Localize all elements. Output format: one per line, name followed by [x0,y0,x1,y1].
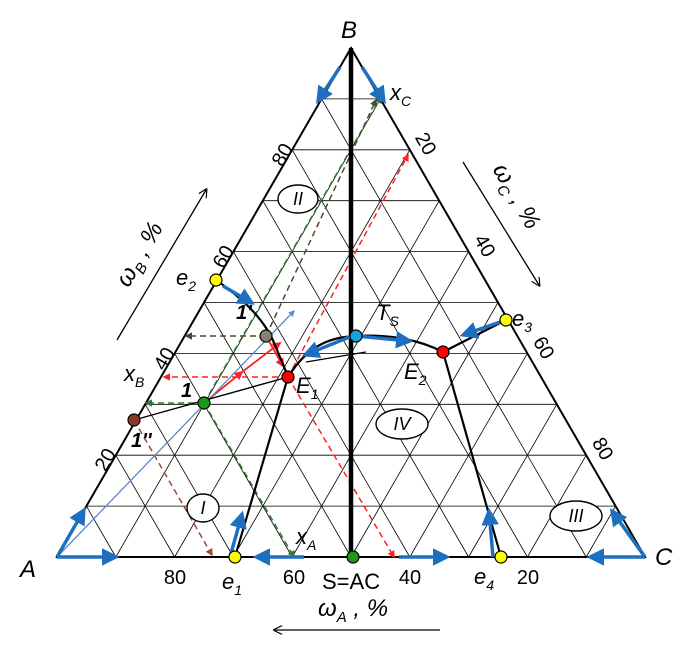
label-xC: xC [389,80,412,109]
E2-to-e4 [441,351,503,558]
label-1dprime: 1'' [131,430,153,452]
label-E2: E2 [404,359,427,388]
line-1-E1 [133,376,289,421]
tick-right-60: 60 [528,333,558,363]
tick-bottom-80: 80 [164,567,186,589]
grid-line-c [233,200,440,558]
green-dash-to-xA [203,402,295,559]
label-e3: e3 [512,306,532,335]
grid-line-a [174,353,293,558]
grid-line-a [86,505,117,558]
point-1dprime [127,413,141,427]
axis-title-omega-C: ωC , % [484,159,546,236]
point-e1 [228,550,242,564]
tick-left-80: 80 [268,140,298,170]
red-dash-down [287,376,395,559]
grid-line-c [468,404,558,558]
grid-line-a [115,454,175,558]
point-E2 [436,345,450,359]
label-e2: e2 [176,265,196,294]
point-SAC [346,550,360,564]
grid-line-a [144,404,234,558]
tick-right-40: 40 [469,231,499,261]
point-e4 [494,550,508,564]
region-II-ellipse [277,184,319,214]
region-I-label: I [200,498,205,518]
grid-line-a [203,302,352,558]
grid-line-a [321,98,587,558]
region-ellipses [186,184,603,532]
label-SAC: S=AC [322,569,380,594]
point-e2 [209,273,223,287]
label-E1: E1 [296,373,318,402]
tick-bottom-60: 60 [283,567,305,589]
label-1: 1 [181,380,192,402]
region-III-ellipse [549,500,603,532]
label-e4: e4 [474,564,494,593]
region-IV-label: IV [393,414,412,434]
label-e1: e1 [222,569,242,598]
region-II-label: II [293,189,303,209]
construction-lines [133,95,409,559]
grid-line-c [409,353,528,558]
tick-right-20: 20 [410,129,440,159]
label-1prime: 1' [236,302,253,324]
point-labels: e2 e3 e1 e4 E1 E2 TS xC xB xA [123,80,532,598]
region-labels: II I IV III [200,189,583,526]
brown-dash-down [133,419,213,557]
label-xB: xB [123,361,144,390]
leader-E1 [305,351,367,363]
grid-line-a [262,200,469,558]
region-I-ellipse [186,493,220,523]
crystallization-arrows [55,66,647,566]
region-III-label: III [568,506,583,526]
axis-direction-arrows [116,161,539,630]
vertex-B: B [341,17,357,44]
region-IV-ellipse [375,408,429,440]
olive-dash-to-top [265,98,377,337]
tick-left-40: 40 [150,344,180,374]
vertex-A: A [18,556,36,583]
tick-right-80: 80 [587,434,617,464]
point-E1 [281,370,295,384]
axis-title-omega-A: ωA , % [318,595,388,626]
vertex-C: C [655,544,673,571]
vertex-labels: A B C [18,17,673,583]
tick-bottom-20: 20 [517,567,539,589]
tick-left-20: 20 [91,445,121,475]
axis-title-omega-B: ωB , % [110,217,172,293]
key-points [127,273,513,564]
composition-line-A-1-1prime [56,310,295,558]
point-Ts [349,329,363,343]
point-1 [197,396,211,410]
point-1prime [259,329,273,343]
tick-bottom-40: 40 [399,567,421,589]
label-xA: xA [295,524,316,553]
point-e3 [499,313,513,327]
red-dash-up [287,153,409,378]
label-Ts: TS [376,300,399,329]
tick-left-60: 60 [209,242,239,272]
composition-labels: 1 1' 1'' [131,302,253,452]
